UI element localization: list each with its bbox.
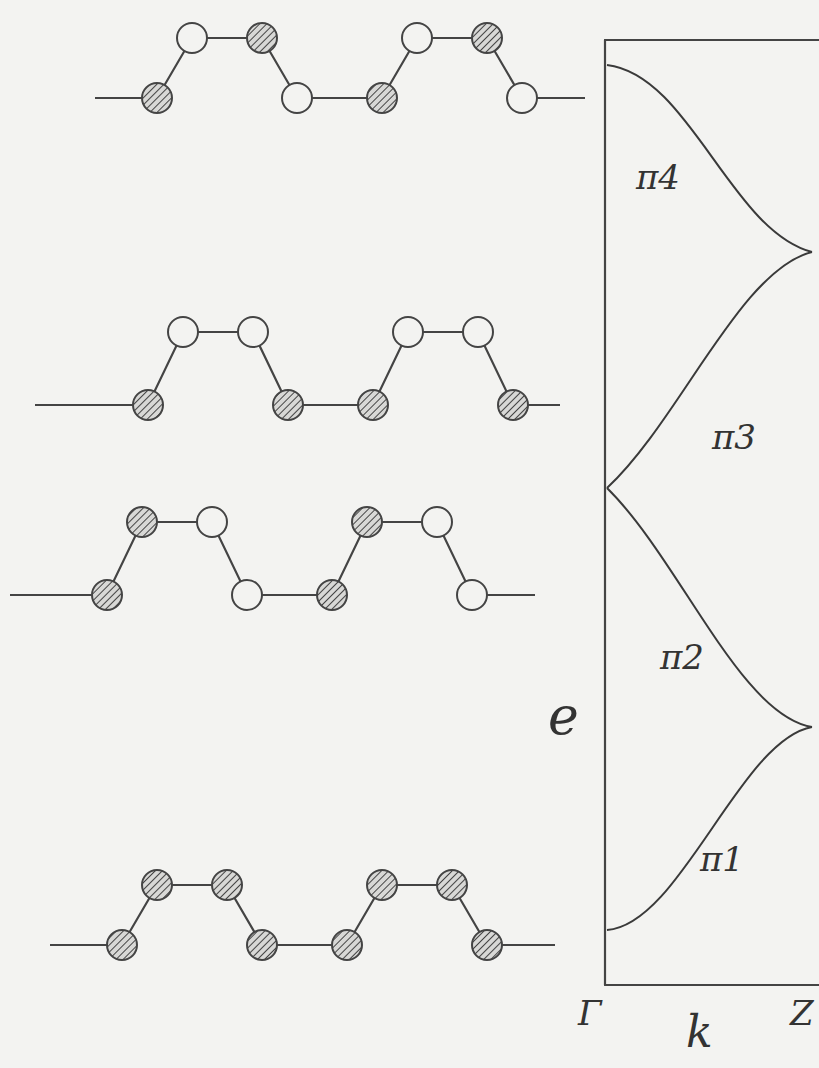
band-label: π3 bbox=[712, 420, 756, 454]
k-point-label: Γ bbox=[578, 996, 602, 1030]
band-frame bbox=[605, 40, 819, 985]
axis-label: e bbox=[548, 690, 579, 742]
chain-bonds bbox=[10, 38, 585, 945]
band-curves bbox=[607, 65, 812, 930]
p-orbitals bbox=[92, 23, 537, 960]
band-label: π4 bbox=[636, 160, 680, 194]
axis-label: k bbox=[686, 1010, 713, 1054]
band-label: π2 bbox=[660, 640, 704, 674]
band-label: π1 bbox=[700, 842, 744, 876]
k-point-label: Z bbox=[790, 996, 814, 1030]
